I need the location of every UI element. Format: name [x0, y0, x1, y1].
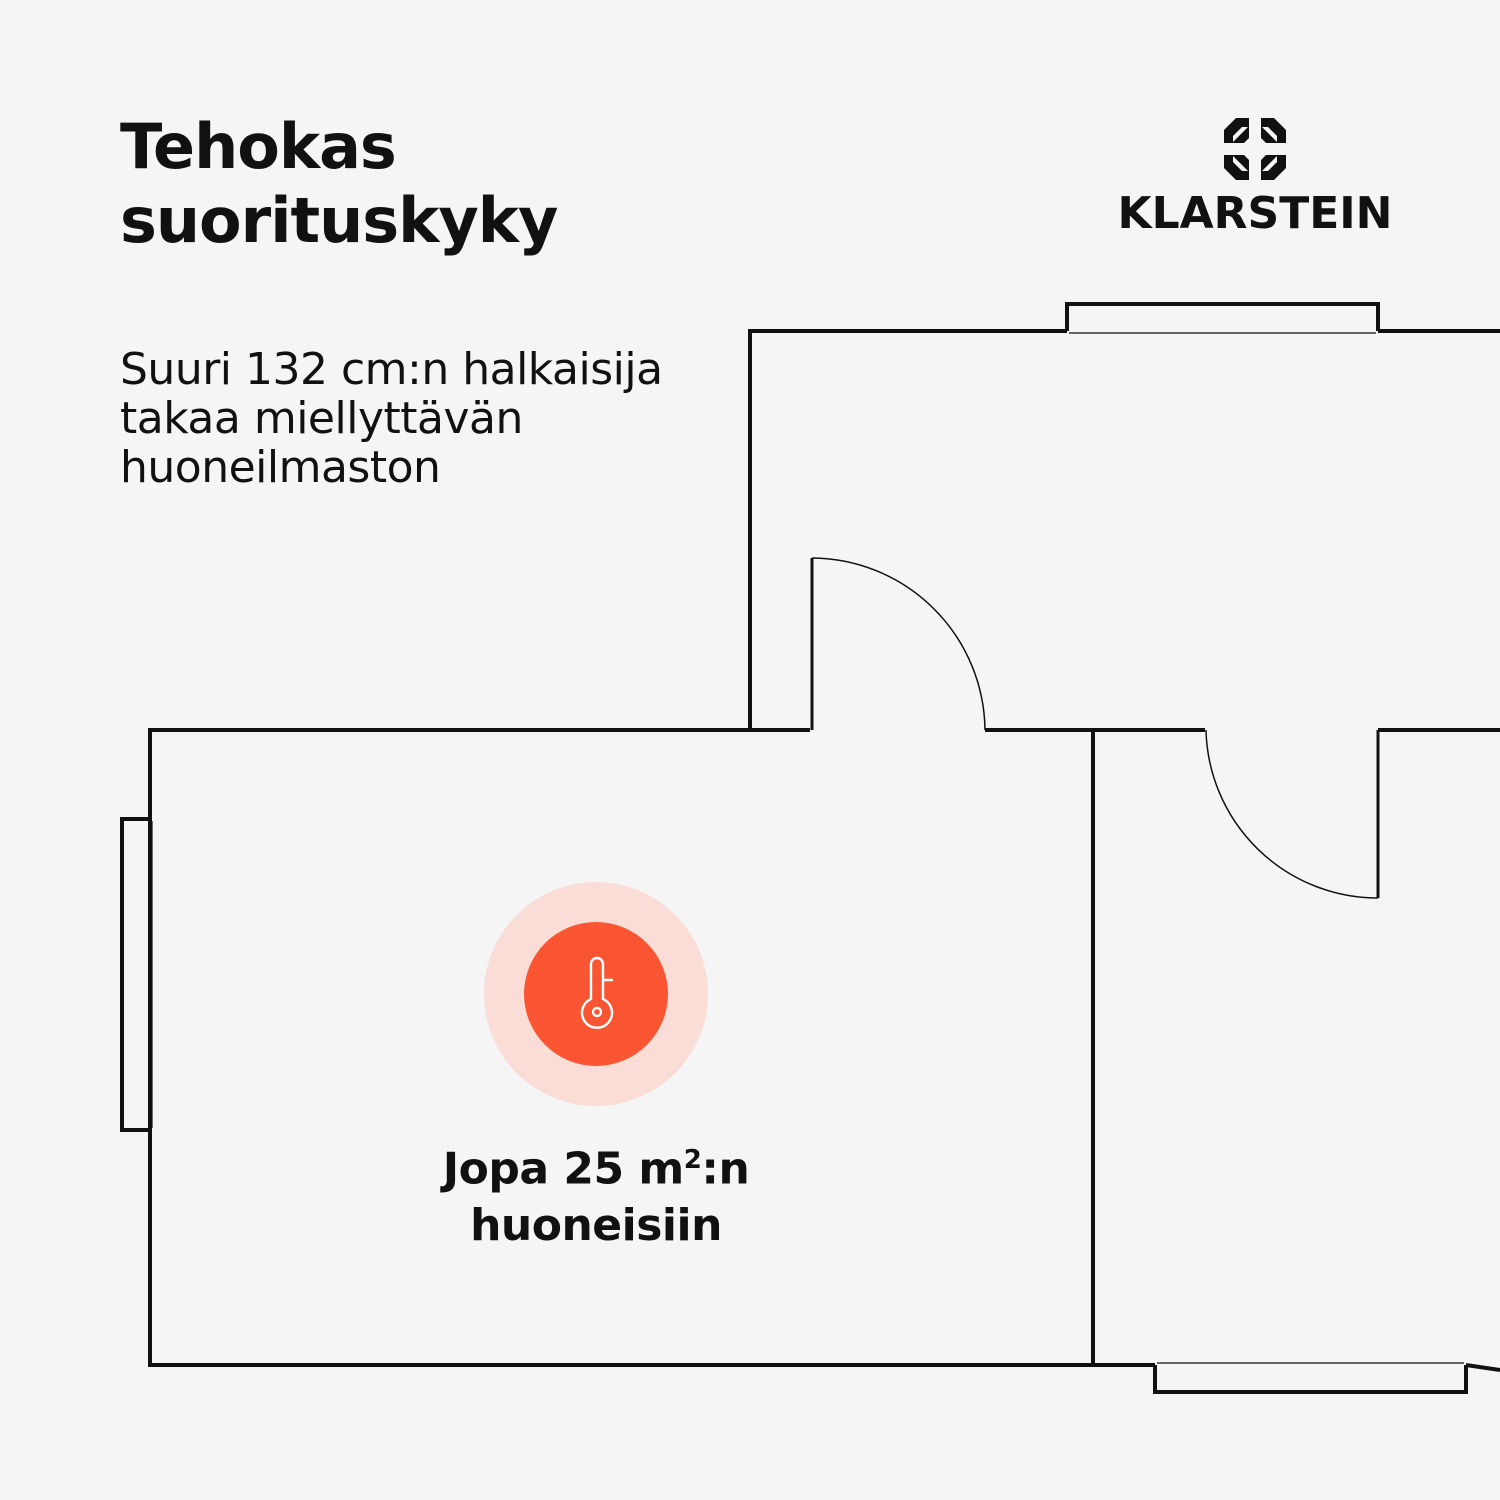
description-line-2: takaa miellyttävän [120, 393, 523, 444]
headline-line-1: Tehokas [120, 110, 397, 183]
heat-marker [524, 922, 668, 1066]
main-room-wall [148, 728, 1093, 1367]
thermometer-icon [580, 956, 614, 1029]
room-size-sup: 2 [683, 1145, 702, 1175]
room-size-caption: Jopa 25 m2:n huoneisiin [396, 1132, 796, 1254]
door-swing-right [1205, 729, 1379, 899]
top-window [1065, 302, 1380, 331]
room-size-line-2: huoneisiin [470, 1199, 722, 1251]
bottom-window [1153, 1365, 1468, 1394]
klarstein-logo-icon [1224, 118, 1286, 180]
description-line-1: Suuri 132 cm:n halkaisija [120, 344, 663, 395]
door-swing-upper [811, 557, 986, 731]
brand-name: KLARSTEIN [1117, 188, 1393, 239]
bottom-right-wall-end [1465, 1363, 1500, 1372]
left-window [120, 817, 150, 1132]
description: Suuri 132 cm:n halkaisija takaa miellytt… [120, 345, 663, 492]
headline-line-2: suorituskyky [120, 184, 558, 257]
room-size-line-1: Jopa 25 m2:n [396, 1132, 796, 1198]
upper-room-wall [748, 329, 1067, 730]
description-line-3: huoneilmaston [120, 442, 441, 493]
brand-logo: KLARSTEIN [1110, 118, 1400, 239]
room-size-suffix: :n [701, 1143, 750, 1195]
headline: Tehokas suorituskyky [120, 110, 558, 258]
room-size-prefix: Jopa 25 m [442, 1143, 685, 1195]
